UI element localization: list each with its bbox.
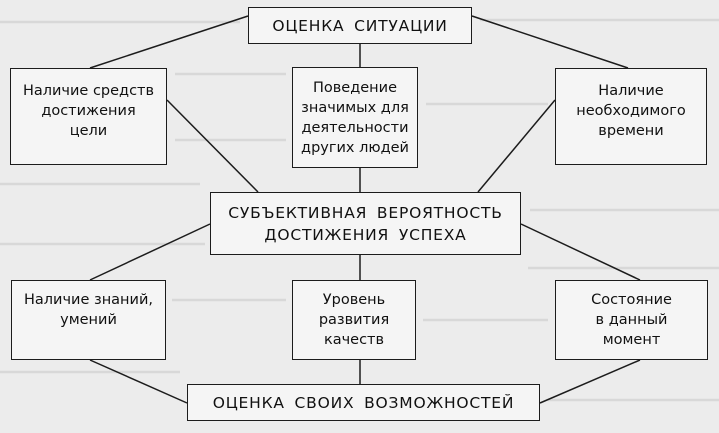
edge-top-to-left-top xyxy=(89,15,249,69)
edge-top-to-right-top xyxy=(471,15,629,69)
edge-right-top-to-middle xyxy=(477,99,556,193)
current-state-line-3: момент xyxy=(602,332,661,348)
qualities-level-line-1: Уровень xyxy=(322,292,386,308)
time-availability-line-3: времени xyxy=(598,123,664,139)
success-probability-line-2: ДОСТИЖЕНИЯ УСПЕХА xyxy=(264,225,467,244)
current-state-line-2: в данный xyxy=(595,312,668,328)
knowledge-skills-line-1: Наличие знаний, xyxy=(23,292,153,308)
knowledge-skills-line-2: умений xyxy=(60,312,117,328)
edge-left-top-to-middle xyxy=(166,99,259,193)
edge-middle-to-left-bottom xyxy=(89,223,211,281)
others-behavior-line-1: Поведение xyxy=(312,80,397,96)
capabilities-assessment-box: ОЦЕНКА СВОИХ ВОЗМОЖНОСТЕЙ xyxy=(187,384,540,421)
time-availability-box: Наличие необходимого времени xyxy=(555,68,707,165)
means-availability-line-1: Наличие средств xyxy=(22,83,155,99)
qualities-level-box: Уровень развития качеств xyxy=(292,280,416,360)
qualities-level-line-2: развития xyxy=(318,312,390,328)
qualities-level-line-3: качеств xyxy=(323,332,385,348)
others-behavior-box: Поведение значимых для деятельности друг… xyxy=(292,67,418,168)
means-availability-box: Наличие средств достижения цели xyxy=(10,68,167,165)
situation-assessment-box: ОЦЕНКА СИТУАЦИИ xyxy=(248,7,472,44)
others-behavior-line-2: значимых для xyxy=(301,100,409,116)
edge-left-bottom-to-bottom xyxy=(89,359,188,404)
knowledge-skills-box: Наличие знаний, умений xyxy=(11,280,166,360)
time-availability-line-2: необходимого xyxy=(576,103,686,119)
success-probability-line-1: СУБЪЕКТИВНАЯ ВЕРОЯТНОСТЬ xyxy=(228,203,503,222)
others-behavior-line-3: деятельности xyxy=(301,120,409,136)
success-probability-box: СУБЪЕКТИВНАЯ ВЕРОЯТНОСТЬ ДОСТИЖЕНИЯ УСПЕ… xyxy=(210,192,521,255)
current-state-box: Состояние в данный момент xyxy=(555,280,708,360)
current-state-line-1: Состояние xyxy=(591,292,672,308)
edge-right-bottom-to-bottom xyxy=(539,359,641,404)
capabilities-assessment-label: ОЦЕНКА СВОИХ ВОЗМОЖНОСТЕЙ xyxy=(212,393,515,412)
time-availability-line-1: Наличие xyxy=(598,83,664,99)
means-availability-line-3: цели xyxy=(69,123,108,139)
edge-middle-to-right-bottom xyxy=(520,223,641,281)
means-availability-line-2: достижения xyxy=(41,103,136,119)
others-behavior-line-4: других людей xyxy=(301,140,409,156)
situation-assessment-label: ОЦЕНКА СИТУАЦИИ xyxy=(272,16,448,35)
